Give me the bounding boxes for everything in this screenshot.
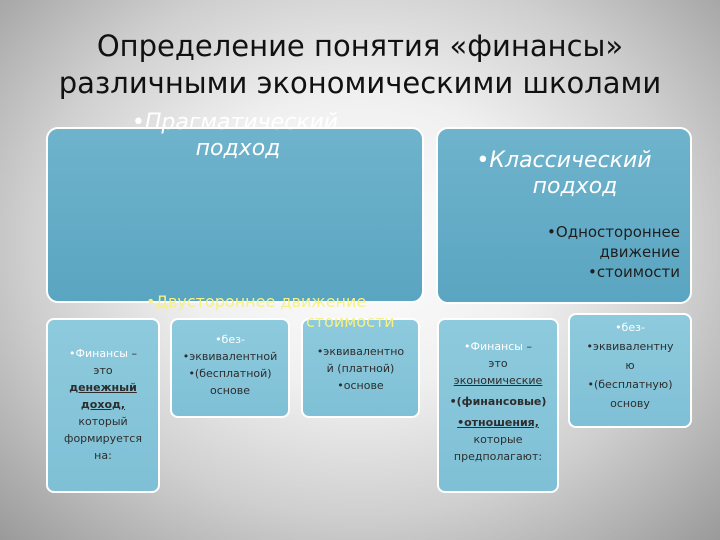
b4-line-2: это bbox=[488, 357, 508, 370]
b1-term: •Финансы bbox=[69, 347, 128, 360]
b1-income: доход, bbox=[80, 398, 126, 411]
b4-line-4: •(финансовые) bbox=[439, 393, 557, 410]
equivalent-box bbox=[301, 318, 420, 418]
slide-title: Определение понятия «финансы» различными… bbox=[0, 28, 720, 102]
b4-dash: – bbox=[522, 340, 532, 353]
b2-line-1: •без- bbox=[215, 333, 245, 346]
classic-note: •Одностороннее движение •стоимости bbox=[470, 222, 680, 282]
pragmatic-heading-line-1: •Прагматический bbox=[131, 110, 339, 135]
b1-line-1: •Финансы – bbox=[48, 345, 158, 362]
pragmatic-note: •Двустороннее движение стоимости bbox=[146, 292, 426, 332]
classic-note-line-1: •Одностороннее bbox=[547, 223, 680, 241]
b4-financial: •(финансовые) bbox=[449, 395, 547, 408]
b4-line-7: предполагают: bbox=[453, 450, 543, 463]
b4-term: •Финансы bbox=[464, 340, 523, 353]
b5-line-5: основу bbox=[610, 397, 650, 410]
b4-relations: •отношения, bbox=[457, 416, 539, 429]
b2-line-4: основе bbox=[210, 384, 250, 397]
non-equivalent-box-left bbox=[170, 318, 290, 418]
b5-line-1: •без- bbox=[615, 321, 645, 334]
b1-line-6: формируется bbox=[64, 432, 142, 445]
classic-heading-line-1: •Классический bbox=[476, 148, 652, 173]
b4-line-3: экономические bbox=[439, 372, 557, 389]
definition-box-right bbox=[437, 318, 559, 493]
pragmatic-note-line-2: стоимости bbox=[306, 312, 395, 331]
b3-line-2: й (платной) bbox=[326, 362, 395, 375]
b1-line-5: который bbox=[78, 415, 128, 428]
definition-text-right: •Финансы – это экономические •(финансовы… bbox=[439, 338, 557, 465]
b1-line-4: доход, bbox=[48, 396, 158, 413]
equivalent-text: •эквивалентно й (платной) •основе bbox=[303, 343, 418, 394]
b1-line-7: на: bbox=[94, 449, 112, 462]
classic-note-line-2: движение bbox=[599, 243, 681, 261]
pragmatic-heading: •Прагматический подход bbox=[80, 110, 390, 162]
b4-line-6: которые bbox=[473, 433, 523, 446]
b3-line-1: •эквивалентно bbox=[316, 345, 405, 358]
b2-line-3: •(бесплатной) bbox=[188, 367, 272, 380]
b4-economic: экономические bbox=[453, 374, 543, 387]
b2-line-2: •эквивалентной bbox=[182, 350, 278, 363]
definition-text-left: •Финансы – это денежный доход, который ф… bbox=[48, 345, 158, 464]
title-line-2: различными экономическими школами bbox=[58, 66, 662, 100]
non-equivalent-box-right bbox=[568, 313, 692, 428]
classic-note-line-3: •стоимости bbox=[588, 263, 680, 281]
pragmatic-heading-line-2: подход bbox=[195, 136, 281, 161]
non-equivalent-text-right: •без- •эквивалентну ю •(бесплатную) осно… bbox=[570, 318, 690, 413]
b1-money: денежный bbox=[69, 381, 137, 394]
b4-line-1: •Финансы – bbox=[439, 338, 557, 355]
b1-dash: – bbox=[127, 347, 137, 360]
definition-box-left bbox=[46, 318, 160, 493]
b3-line-3: •основе bbox=[337, 379, 384, 392]
classic-approach-box bbox=[436, 127, 692, 304]
classic-heading: •Классический подход bbox=[442, 148, 686, 200]
b5-line-3: ю bbox=[625, 359, 635, 372]
pragmatic-approach-box bbox=[46, 127, 424, 303]
non-equivalent-text-left: •без- •эквивалентной •(бесплатной) основ… bbox=[172, 331, 288, 399]
b4-line-5: •отношения, bbox=[439, 414, 557, 431]
title-line-1: Определение понятия «финансы» bbox=[96, 29, 624, 63]
b5-line-4: •(бесплатную) bbox=[587, 378, 673, 391]
b1-line-3: денежный bbox=[48, 379, 158, 396]
pragmatic-note-line-1: •Двустороннее движение bbox=[146, 292, 367, 311]
b1-line-2: это bbox=[93, 364, 113, 377]
classic-heading-line-2: подход bbox=[532, 174, 618, 199]
b5-line-2: •эквивалентну bbox=[586, 340, 674, 353]
